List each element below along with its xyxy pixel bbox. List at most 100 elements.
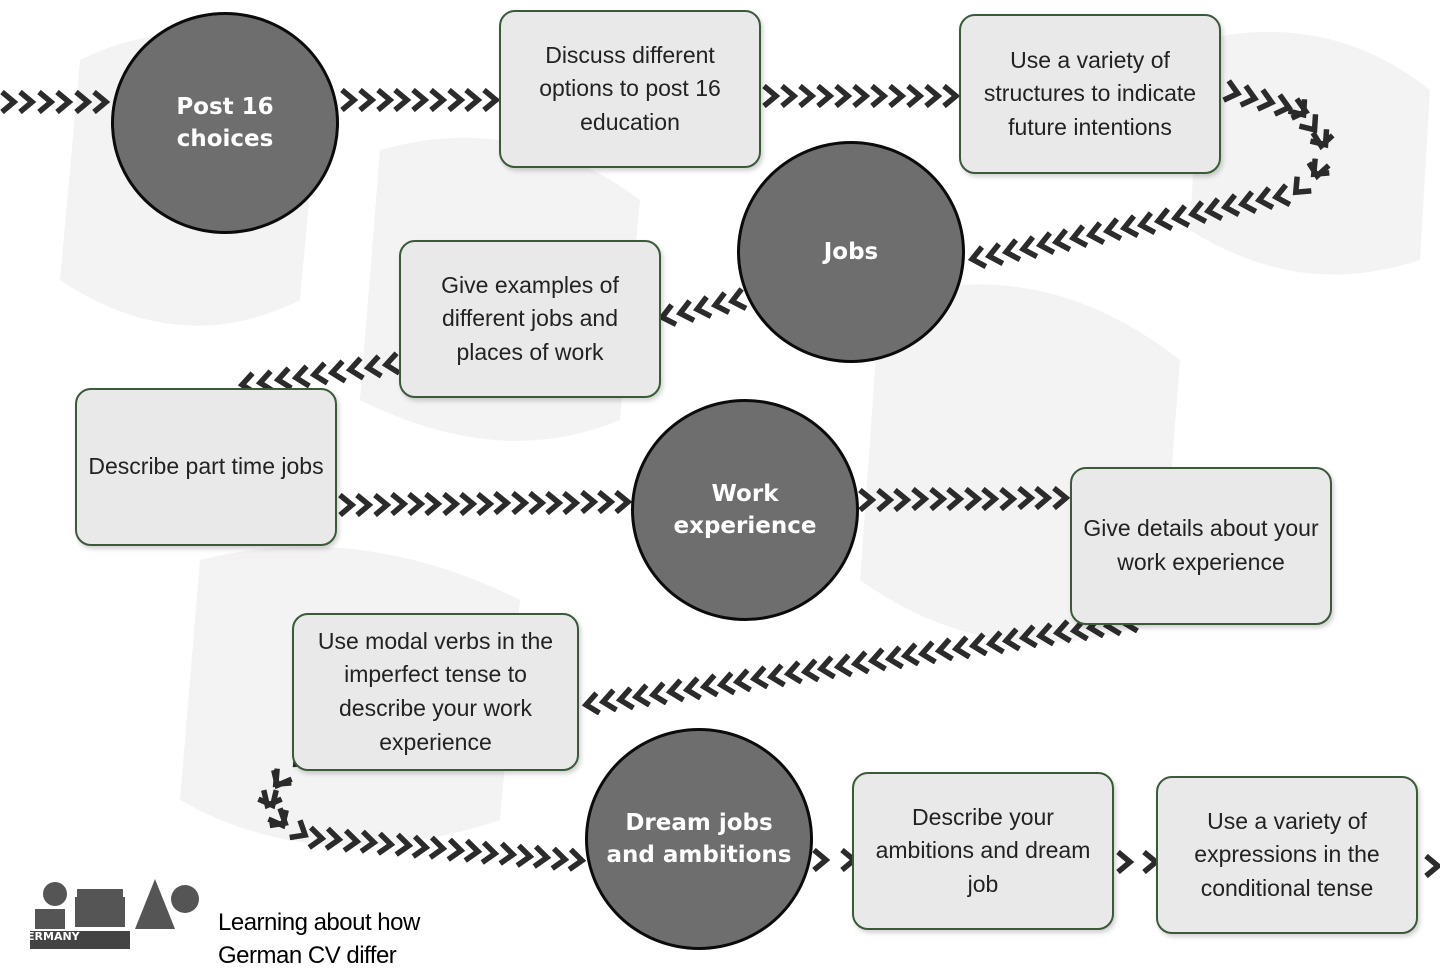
chevron-arrow-icon — [424, 835, 450, 861]
chevron-arrow-icon — [88, 90, 112, 114]
chevron-arrow-icon — [524, 490, 548, 516]
chevron-arrow-icon — [808, 848, 832, 872]
chevron-arrow-icon — [889, 487, 913, 512]
chevron-arrow-icon — [593, 490, 617, 515]
chevron-arrow-icon — [338, 828, 364, 854]
chevron-arrow-icon — [612, 685, 639, 712]
chevron-arrow-icon — [270, 365, 297, 392]
chevron-arrow-icon — [1251, 185, 1279, 213]
chevron-arrow-icon — [1031, 230, 1059, 258]
chevron-arrow-icon — [1030, 486, 1054, 511]
chevron-arrow-icon — [511, 843, 537, 869]
box-future-intentions: Use a variety of structures to indicate … — [959, 14, 1221, 174]
chevron-arrow-icon — [942, 487, 966, 512]
chevron-arrow-icon — [724, 286, 753, 315]
chevron-arrow-icon — [1268, 182, 1296, 210]
chevron-arrow-icon — [907, 487, 931, 512]
chevron-arrow-icon — [847, 649, 874, 676]
chevron-arrow-icon — [336, 88, 360, 112]
chevron-arrow-icon — [0, 90, 20, 114]
chevron-arrow-icon — [848, 84, 872, 108]
chevron-arrow-icon — [1309, 127, 1336, 154]
chevron-arrow-icon — [1133, 209, 1161, 237]
chevron-arrow-icon — [459, 838, 485, 864]
chevron-arrow-icon — [476, 840, 502, 866]
chevron-arrow-icon — [1015, 624, 1042, 651]
chevron-arrow-icon — [938, 84, 962, 108]
chevron-arrow-icon — [746, 665, 773, 692]
chevron-arrow-icon — [506, 491, 530, 516]
chevron-arrow-icon — [831, 652, 858, 679]
chevron-arrow-icon — [872, 487, 896, 512]
chevron-arrow-icon — [254, 784, 286, 816]
chevron-arrow-icon — [1048, 485, 1072, 511]
chevron-arrow-icon — [360, 353, 387, 380]
chevron-arrow-icon — [489, 491, 513, 516]
chevron-arrow-icon — [931, 637, 958, 664]
chevron-arrow-icon — [443, 88, 467, 112]
chevron-arrow-icon — [575, 490, 599, 515]
chevron-arrow-icon — [390, 832, 416, 858]
chevron-arrow-icon — [442, 837, 468, 863]
chevron-arrow-icon — [920, 84, 944, 108]
chevron-arrow-icon — [610, 489, 634, 515]
chevron-arrow-icon — [372, 88, 396, 112]
chevron-arrow-icon — [854, 487, 878, 513]
chevron-arrow-icon — [368, 492, 392, 517]
chevron-arrow-icon — [689, 294, 718, 323]
chevron-arrow-icon — [264, 764, 296, 796]
chevron-arrow-icon — [730, 667, 757, 694]
chevron-arrow-icon — [378, 350, 405, 377]
chevron-arrow-icon — [303, 825, 329, 851]
chevron-arrow-icon — [884, 84, 908, 108]
chevron-arrow-icon — [1217, 77, 1246, 106]
chevron-arrow-icon — [342, 355, 369, 382]
chevron-arrow-icon — [70, 90, 94, 114]
chevron-arrow-icon — [881, 644, 908, 671]
chevron-arrow-icon — [437, 491, 461, 517]
logo-label: GERMANY — [18, 930, 80, 943]
caption: Learning about how German CV differ — [218, 909, 420, 969]
chevron-arrow-icon — [478, 88, 502, 112]
chevron-arrow-icon — [1065, 223, 1093, 251]
chevron-arrow-icon — [351, 492, 375, 517]
node-jobs: Jobs — [737, 141, 965, 363]
node-dream-jobs: Dream jobs and ambitions — [585, 728, 813, 950]
chevron-arrow-icon — [1234, 189, 1262, 217]
chevron-arrow-icon — [324, 358, 351, 385]
chevron-arrow-icon — [558, 490, 582, 515]
chevron-arrow-icon — [814, 654, 841, 681]
chevron-arrow-icon — [898, 642, 925, 669]
chevron-arrow-icon — [425, 88, 449, 112]
chevron-arrow-icon — [407, 88, 431, 112]
chevron-arrow-icon — [982, 629, 1009, 656]
chevron-arrow-icon — [995, 486, 1019, 511]
box-dream-job: Describe your ambitions and dream job — [852, 772, 1114, 930]
chevron-arrow-icon — [252, 368, 279, 395]
chevron-arrow-icon — [812, 84, 836, 108]
chevron-arrow-icon — [1116, 213, 1144, 241]
chevron-arrow-icon — [1167, 203, 1195, 231]
chevron-path — [0, 77, 1440, 878]
chevron-arrow-icon — [563, 847, 589, 873]
chevron-arrow-icon — [981, 240, 1009, 268]
chevron-arrow-icon — [629, 683, 656, 710]
chevron-arrow-icon — [780, 660, 807, 687]
chevron-arrow-icon — [646, 680, 673, 707]
chevron-arrow-icon — [528, 844, 554, 870]
chevron-arrow-icon — [763, 662, 790, 689]
chevron-arrow-icon — [965, 631, 992, 658]
chevron-arrow-icon — [1032, 621, 1059, 648]
chevron-arrow-icon — [354, 88, 378, 112]
chevron-arrow-icon — [284, 816, 317, 849]
chevron-arrow-icon — [924, 487, 948, 512]
chevron-arrow-icon — [389, 88, 413, 112]
box-part-time-jobs: Describe part time jobs — [75, 388, 337, 546]
chevron-arrow-icon — [1294, 108, 1328, 142]
chevron-arrow-icon — [864, 647, 891, 674]
chevron-arrow-icon — [420, 491, 444, 517]
chevron-arrow-icon — [866, 84, 890, 108]
chevron-arrow-icon — [915, 639, 942, 666]
chevron-arrow-icon — [403, 492, 427, 517]
chevron-arrow-icon — [977, 486, 1001, 511]
